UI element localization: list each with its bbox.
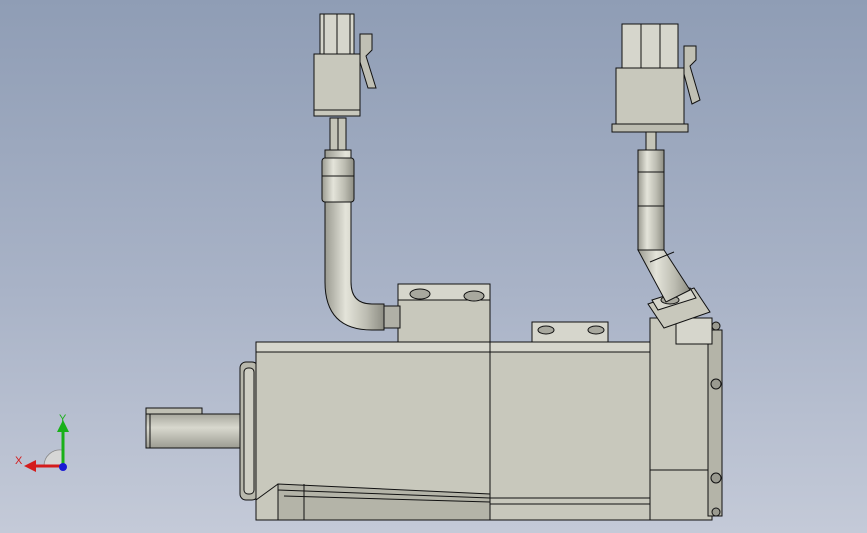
motor-shaft xyxy=(145,407,245,449)
y-axis-arrowhead xyxy=(57,420,69,432)
z-axis-dot xyxy=(59,463,67,471)
y-axis-label: Y xyxy=(59,413,67,425)
front-flange xyxy=(239,361,259,501)
x-axis-arrowhead xyxy=(24,460,36,472)
triad-plane-indicator xyxy=(43,449,63,467)
rear-end-cap xyxy=(649,317,723,521)
motor-body xyxy=(255,341,657,521)
x-axis-label: X xyxy=(15,455,23,467)
power-connector-housing xyxy=(370,283,491,343)
top-mounting-boss xyxy=(531,321,609,343)
encoder-cable xyxy=(637,129,691,303)
power-cable xyxy=(321,117,401,331)
orientation-triad: Y X xyxy=(15,413,69,472)
power-connector-plug xyxy=(313,13,377,117)
encoder-connector-plug xyxy=(611,23,701,133)
